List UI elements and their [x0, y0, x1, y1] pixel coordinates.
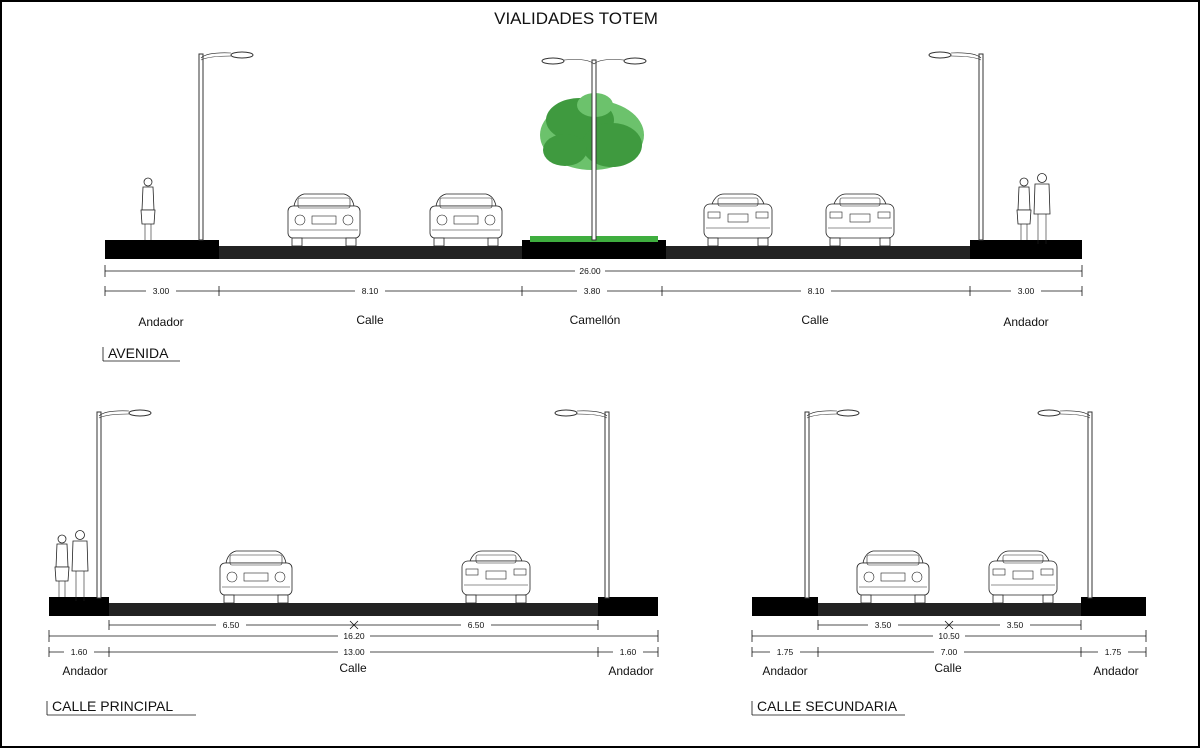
dimension-value: 3.50 [1007, 620, 1024, 630]
pedestrian-icon [1017, 174, 1050, 245]
car-icon [856, 550, 930, 604]
section-title: CALLE SECUNDARIA [757, 698, 898, 714]
zone-label: Calle [934, 661, 962, 675]
dimension-value: 13.00 [343, 647, 365, 657]
car-icon [461, 550, 531, 604]
sidewalk-left [49, 597, 109, 616]
sidewalk-right [1081, 597, 1146, 616]
zone-label: Andador [138, 315, 183, 329]
tree-icon [540, 93, 644, 240]
street-lamp-icon [928, 51, 984, 241]
dimension-value: 3.00 [153, 286, 170, 296]
street-lamp-icon [541, 57, 647, 241]
car-icon [219, 550, 293, 604]
drawing-title: VIALIDADES TOTEM [494, 9, 658, 28]
street-lamp-icon [804, 409, 860, 599]
median [522, 240, 666, 259]
dimension-value: 8.10 [808, 286, 825, 296]
zone-label: Andador [1003, 315, 1048, 329]
calle-secundaria-section: 3.50 3.50 10.50 1.75 7.00 1.75 Andador C… [751, 409, 1147, 716]
dimension-value: 3.80 [584, 286, 601, 296]
car-icon [287, 193, 361, 247]
dimension-value: 1.75 [1105, 647, 1122, 657]
roadway-left [219, 246, 527, 259]
zone-label: Camellón [570, 313, 621, 327]
zone-label: Andador [62, 664, 107, 678]
sidewalk-left [105, 240, 219, 259]
car-icon [988, 550, 1058, 604]
roadway [818, 603, 1081, 616]
avenida-section: 26.00 3.00 8.10 3.80 8.10 3.00 Andador C… [102, 51, 1083, 362]
dimension-value: 1.60 [71, 647, 88, 657]
zone-label: Calle [801, 313, 829, 327]
car-icon [429, 193, 503, 247]
zone-label: Calle [339, 661, 367, 675]
sidewalk-left [752, 597, 818, 616]
zone-label: Andador [1093, 664, 1138, 678]
section-title: AVENIDA [108, 345, 169, 361]
street-lamp-icon [554, 409, 610, 599]
roadway-right [666, 246, 970, 259]
pedestrian-icon [140, 177, 156, 241]
car-icon [703, 193, 773, 247]
zone-label: Andador [608, 664, 653, 678]
dimension-value: 1.60 [620, 647, 637, 657]
sidewalk-right [970, 240, 1082, 259]
dimension-value: 1.75 [777, 647, 794, 657]
street-lamp-icon [96, 409, 152, 599]
dimension-total: 26.00 [579, 266, 601, 276]
section-title: CALLE PRINCIPAL [52, 698, 173, 714]
zone-label: Calle [356, 313, 384, 327]
dimension-value: 7.00 [941, 647, 958, 657]
zone-label: Andador [762, 664, 807, 678]
roadway [109, 603, 598, 616]
sidewalk-right [598, 597, 658, 616]
dimension-total: 16.20 [343, 631, 365, 641]
pedestrian-icon [55, 531, 88, 602]
dimension-value: 3.50 [875, 620, 892, 630]
dimension-value: 3.00 [1018, 286, 1035, 296]
street-lamp-icon [198, 51, 254, 241]
calle-principal-section: 6.50 6.50 16.20 1.60 13.00 1.60 Andador … [46, 409, 659, 716]
dimension-total: 10.50 [938, 631, 960, 641]
car-icon [825, 193, 895, 247]
dimension-value: 6.50 [223, 620, 240, 630]
dimension-value: 6.50 [468, 620, 485, 630]
dimension-value: 8.10 [362, 286, 379, 296]
